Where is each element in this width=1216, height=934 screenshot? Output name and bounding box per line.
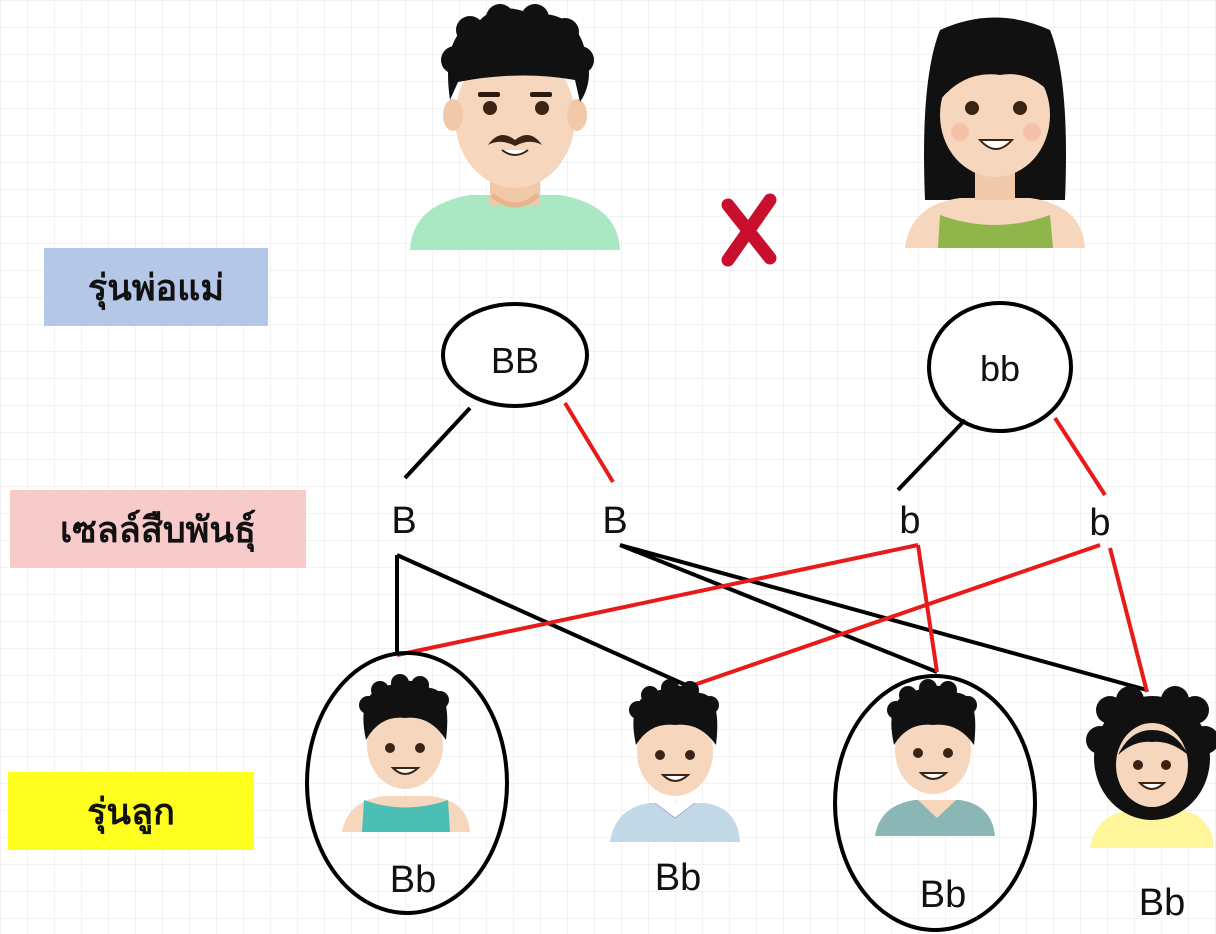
label-gametes-text: เซลล์สืบพันธุ์	[60, 509, 256, 553]
line-b-small1-offspring-1	[396, 543, 919, 657]
label-offspring-generation: รุ่นลูก	[8, 772, 254, 850]
label-gametes: เซลล์สืบพันธุ์	[10, 490, 306, 568]
line-b-small2-offspring-2	[684, 543, 1101, 690]
offspring-3-circle	[833, 674, 1037, 932]
line-mother-gamete-2	[1053, 416, 1107, 497]
father-genotype-text: BB	[491, 340, 539, 381]
line-father-gamete-1	[403, 406, 472, 480]
label-parent-generation-text: รุ่นพ่อแม่	[88, 268, 224, 311]
offspring-4-genotype: Bb	[1139, 882, 1185, 924]
label-offspring-generation-text: รุ่นลูก	[87, 792, 175, 835]
mother-avatar	[905, 17, 1085, 248]
line-b1-offspring-2	[396, 553, 689, 688]
offspring-2: Bb	[610, 679, 740, 899]
father-genotype-node: BB	[441, 302, 589, 408]
line-b2-offspring-3	[619, 543, 938, 674]
offspring-1: Bb	[305, 651, 509, 915]
gamete-mother-2: b	[1089, 502, 1110, 544]
label-parent-generation: รุ่นพ่อแม่	[44, 248, 268, 326]
gamete-father-2: B	[602, 500, 627, 542]
offspring-3: Bb	[833, 674, 1037, 932]
offspring-1-genotype: Bb	[390, 859, 436, 901]
mother-genotype-node: bb	[927, 301, 1073, 433]
father-avatar	[410, 4, 620, 250]
offspring-4: Bb	[1086, 686, 1216, 924]
gamete-father-1: B	[391, 500, 416, 542]
line-mother-gamete-1	[896, 418, 967, 492]
line-father-gamete-2	[563, 401, 615, 484]
gamete-mother-1: b	[899, 500, 920, 542]
line-b-small2-offspring-4	[1108, 547, 1149, 693]
offspring-3-genotype: Bb	[920, 874, 966, 916]
cross-symbol	[721, 193, 777, 267]
mother-genotype-text: bb	[980, 348, 1020, 389]
line-b-small1-offspring-3	[916, 544, 939, 673]
offspring-1-circle	[305, 651, 509, 915]
offspring-2-genotype: Bb	[655, 857, 701, 899]
